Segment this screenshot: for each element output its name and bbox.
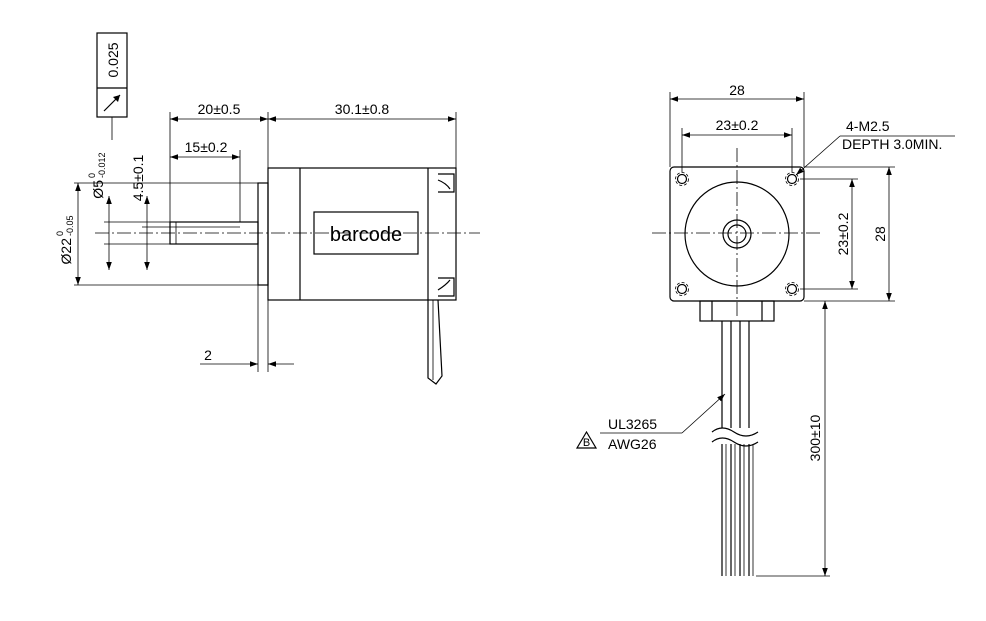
mounting-hole-tr: [785, 172, 799, 186]
dim-shaft-length-text: 20±0.5: [198, 101, 241, 117]
dim-flat-length-text: 15±0.2: [185, 139, 228, 155]
hole-note-line2: DEPTH 3.0MIN.: [842, 136, 942, 152]
dim-width-text: 28: [729, 82, 745, 98]
dim-shaft-diameter-text: Ø5: [90, 180, 106, 199]
rear-grommet-top: [437, 173, 455, 193]
hole-note-line1: 4-M2.5: [846, 118, 890, 134]
lead-exit-housing: [699, 300, 775, 322]
front-shaft-outer: [722, 219, 752, 249]
revision-mark: B: [583, 437, 590, 449]
dim-hole-spacing-v-text: 23±0.2: [835, 212, 851, 255]
dim-height-text: 28: [872, 226, 888, 242]
rear-grommet-bottom: [437, 277, 455, 297]
dim-shaft-diameter-upper: 0: [87, 173, 97, 178]
dim-pilot-diameter-lower: -0.05: [65, 215, 75, 236]
front-boss-circle: [684, 181, 790, 287]
barcode-label: barcode: [330, 224, 402, 246]
front-shaft-inner: [727, 224, 747, 244]
mounting-hole-tl: [675, 172, 689, 186]
runout-icon: [103, 94, 121, 112]
lead-wire-side: [427, 299, 443, 385]
cable-spec-line2: AWG26: [608, 436, 657, 452]
dim-shaft-diameter-lower: -0.012: [97, 152, 107, 178]
cable-spec-leader: [681, 393, 726, 434]
revision-triangle-icon: [575, 430, 598, 449]
lead-wires: [721, 321, 754, 576]
front-view: 28 23±0.2 23±0.2 28 300±10 4-M2.5 DEPTH …: [575, 82, 955, 577]
dim-body-length-text: 30.1±0.8: [335, 101, 390, 117]
tolerance-value-text: 0.025: [105, 42, 121, 77]
mounting-hole-bl: [675, 282, 689, 296]
mounting-hole-br: [785, 282, 799, 296]
dim-flat-depth-text: 4.5±0.1: [130, 154, 146, 201]
cable-spec-line1: UL3265: [608, 416, 657, 432]
dim-lead-length-text: 300±10: [807, 414, 823, 461]
wire-break-top: [711, 427, 759, 437]
barcode-label-box: [313, 211, 419, 255]
dim-pilot-diameter-upper: 0: [55, 231, 65, 236]
wire-break-bottom: [711, 437, 759, 447]
shaft: [169, 221, 259, 245]
dim-hole-spacing-h-text: 23±0.2: [716, 117, 759, 133]
flange: [257, 182, 269, 286]
hole-note-leader: [795, 135, 841, 176]
dim-pilot-diameter-text: Ø22: [58, 238, 74, 265]
side-view: barcode 20±0.5 30.1±0.8 15±0.2 Ø22 0 -0.…: [55, 32, 480, 385]
dim-flange-thickness-text: 2: [204, 347, 212, 363]
